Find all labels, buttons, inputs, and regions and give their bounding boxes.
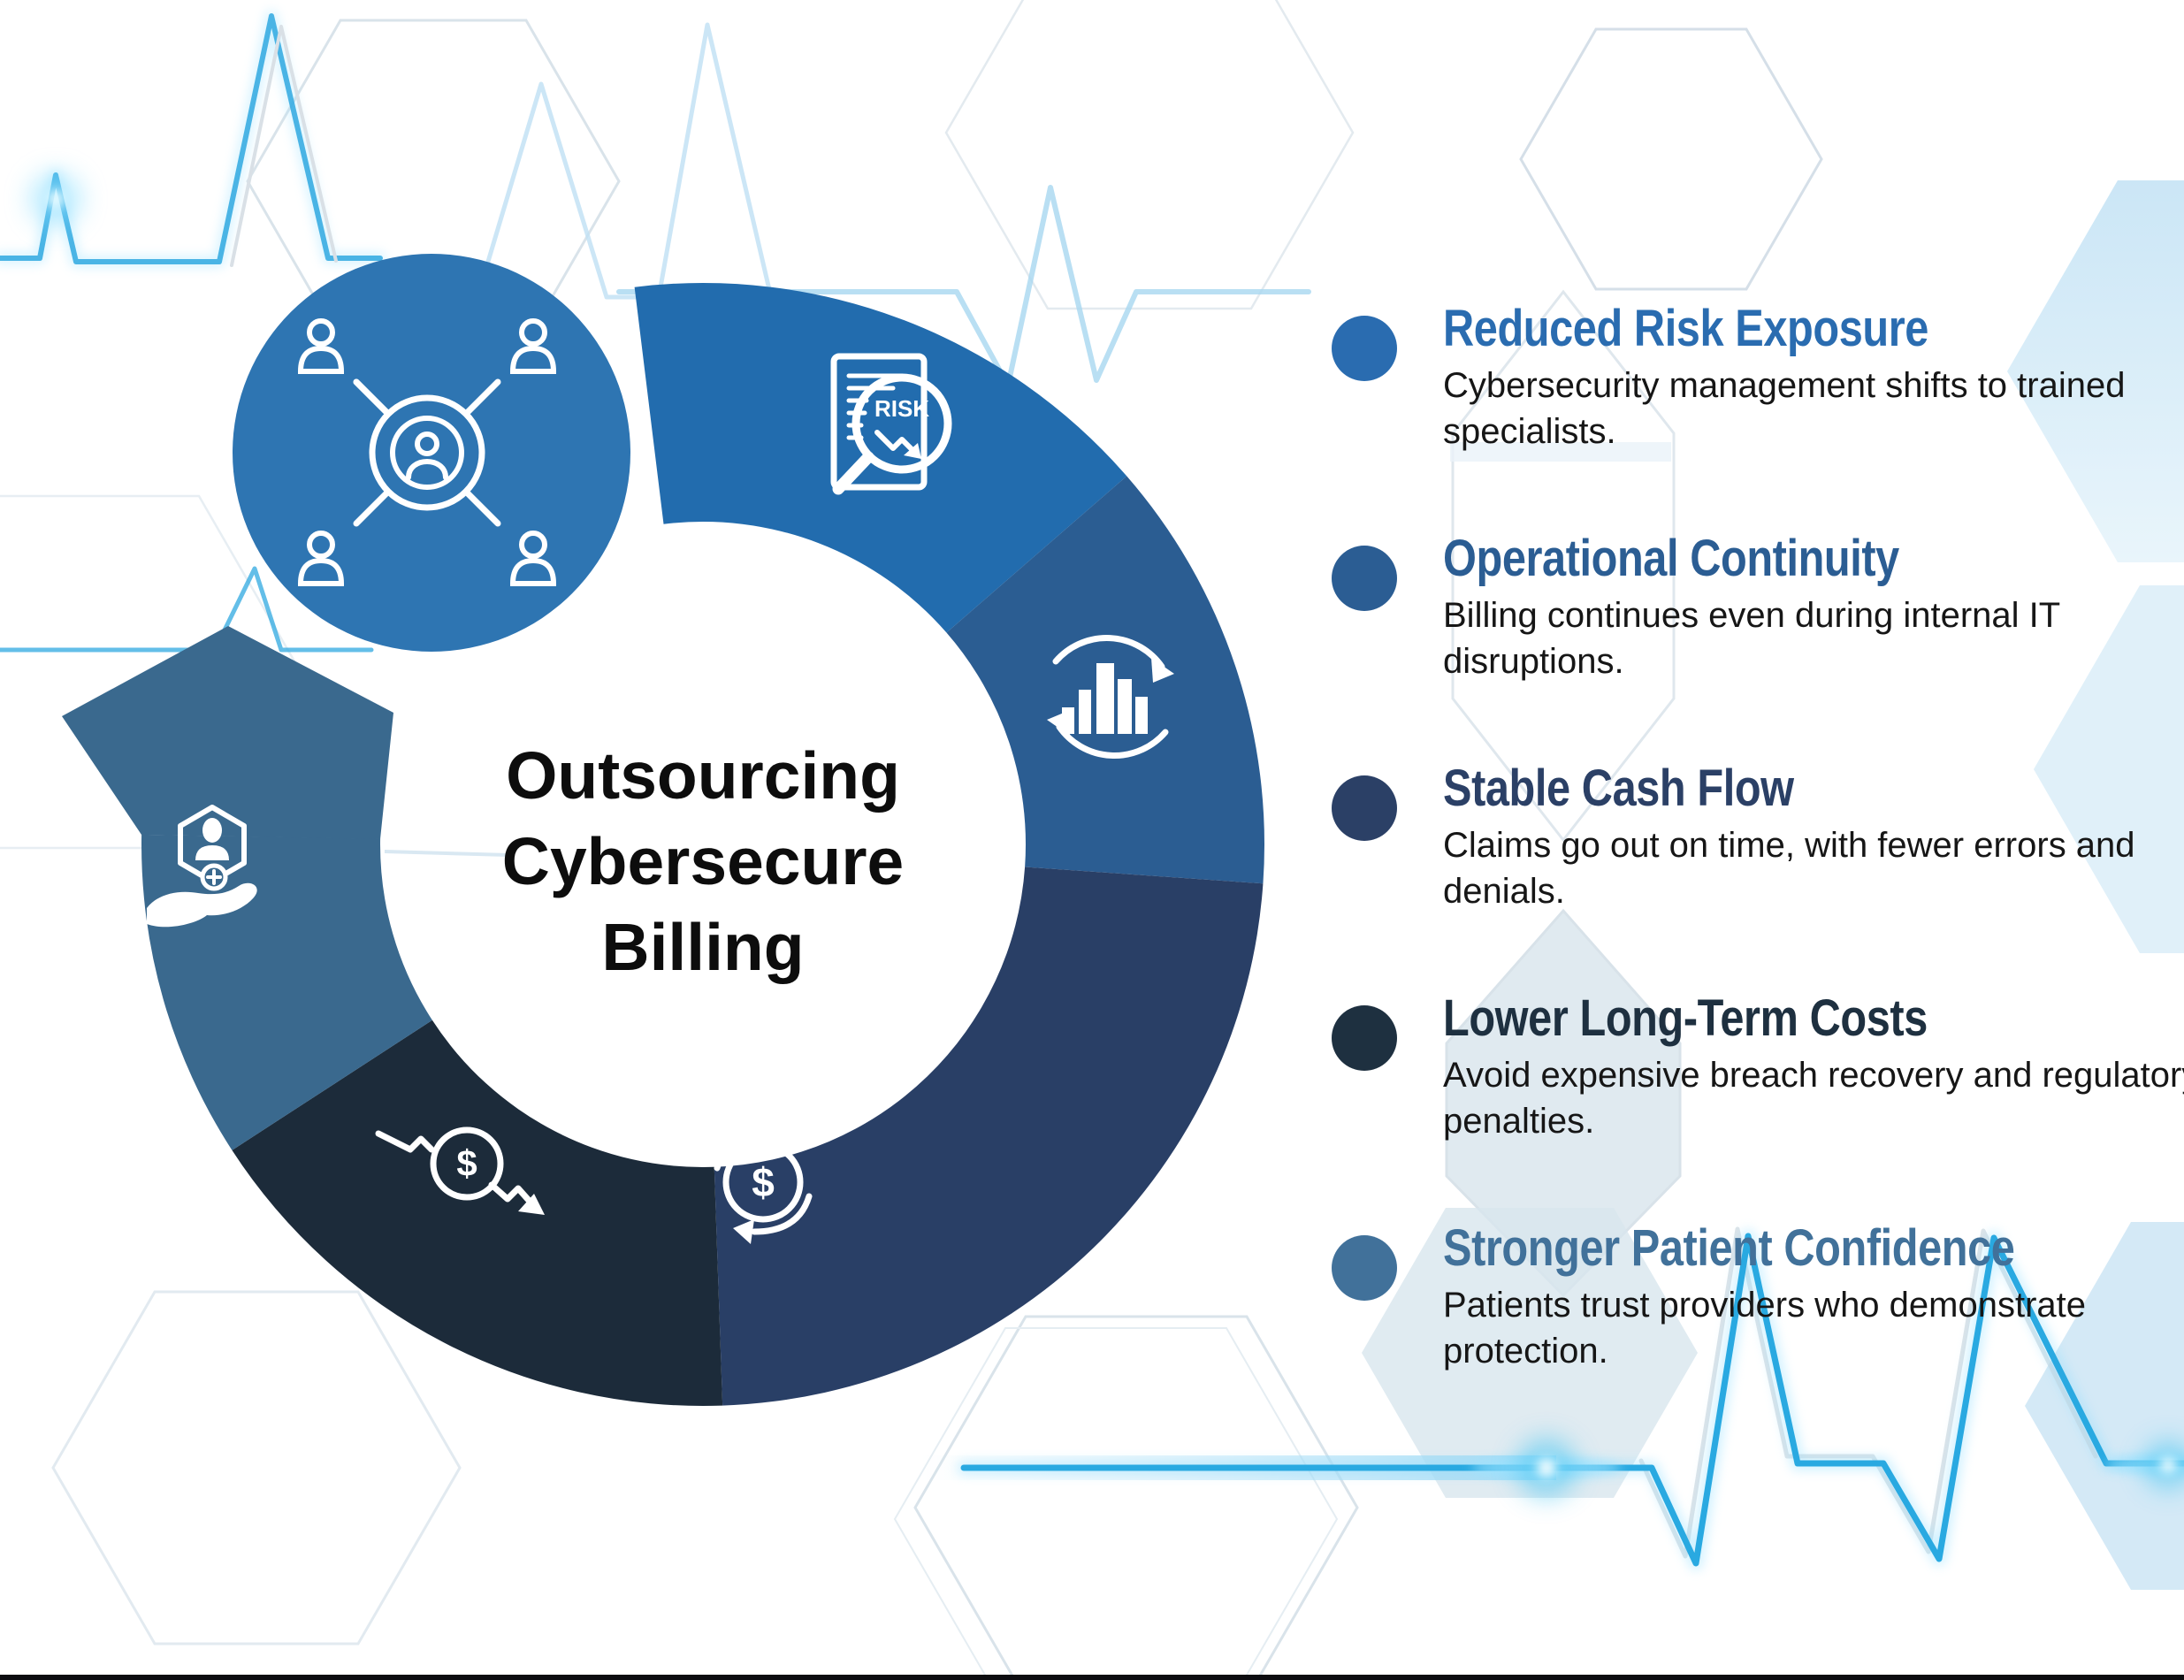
ecg-line-soft	[475, 22, 807, 300]
title-line-3: Billing	[601, 910, 804, 984]
ecg-line-left	[0, 566, 374, 653]
benefit-heading-4: Lower Long-Term Costs	[1443, 989, 1928, 1047]
hexagon-filled-blue	[2007, 180, 2184, 562]
hexagon-outline	[913, 1315, 1359, 1680]
cycle-donut	[141, 283, 1264, 1406]
segment-reduced-risk	[634, 283, 1127, 633]
benefit-heading-5: Stronger Patient Confidence	[1443, 1219, 2015, 1277]
ecg-echo	[230, 25, 338, 267]
benefit-item-2: Operational Continuity Billing continues…	[1443, 531, 2184, 684]
benefit-desc-4: Avoid expensive breach recovery and regu…	[1443, 1055, 2184, 1141]
benefit-dot-1	[1332, 316, 1397, 381]
risk-label: RISK	[874, 395, 929, 422]
benefit-dot-4	[1332, 1005, 1397, 1071]
cycle-arrow	[62, 626, 393, 839]
hexagon-outline	[944, 0, 1355, 310]
title-line-1: Outsourcing	[506, 738, 900, 813]
segment-stable-cash-flow	[714, 867, 1264, 1406]
segment-icons: RISK $	[147, 353, 1174, 1244]
dollar-glyph: $	[456, 1142, 477, 1184]
benefit-item-4: Lower Long-Term Costs Avoid expensive br…	[1443, 990, 2184, 1144]
benefit-item-3: Stable Cash Flow Claims go out on time, …	[1443, 760, 2184, 914]
money-cycle-icon: $	[714, 1120, 813, 1244]
hexagon-filled-blue	[2025, 1222, 2184, 1590]
hexagon-outline	[1519, 27, 1823, 291]
person-node	[509, 318, 557, 374]
benefit-desc-3: Claims go out on time, with fewer errors…	[1443, 825, 2135, 911]
person-node	[297, 318, 345, 374]
benefit-heading-2: Operational Continuity	[1443, 530, 1899, 587]
dollar-glyph: $	[752, 1159, 775, 1205]
benefit-desc-2: Billing continues even during internal I…	[1443, 595, 2060, 681]
title-line-2: Cybersecure	[502, 824, 904, 898]
ecg-line-top	[616, 185, 1311, 388]
hexagon-outline	[893, 1327, 1339, 1680]
person-node	[509, 531, 557, 586]
benefit-dot-5	[1332, 1235, 1397, 1301]
ecg-line-bottom	[960, 1233, 2184, 1567]
benefit-dot-3	[1332, 775, 1397, 841]
benefit-item-5: Stronger Patient Confidence Patients tru…	[1443, 1220, 2184, 1374]
ecg-line-topleft	[0, 13, 383, 264]
care-hand-icon	[147, 805, 257, 928]
benefit-heading-3: Stable Cash Flow	[1443, 760, 1794, 817]
people-network-icon	[297, 318, 557, 586]
person-node	[297, 531, 345, 586]
hexagon-outline	[51, 1290, 462, 1646]
segment-lower-long-term-costs	[232, 1019, 723, 1406]
hand-shape	[147, 882, 257, 928]
benefit-item-1: Reduced Risk Exposure Cybersecurity mana…	[1443, 301, 2184, 454]
hexagon-filled-blue	[2034, 585, 2184, 953]
bottom-edge-bar	[0, 1675, 2184, 1680]
risk-document-icon: RISK	[830, 353, 952, 495]
hub-circle	[233, 254, 630, 652]
hexagon-filled-gray	[1362, 1208, 1698, 1498]
benefit-desc-1: Cybersecurity management shifts to train…	[1443, 365, 2126, 451]
cycle-title: Outsourcing Cybersecure Billing	[502, 738, 904, 984]
chart-cycle-icon	[1047, 635, 1174, 759]
benefit-heading-1: Reduced Risk Exposure	[1443, 300, 1928, 357]
money-decline-icon: $	[375, 1126, 545, 1215]
hexagon-outline-tall	[1451, 289, 1676, 843]
benefit-dot-2	[1332, 546, 1397, 611]
benefit-desc-5: Patients trust providers who demonstrate…	[1443, 1285, 2087, 1371]
